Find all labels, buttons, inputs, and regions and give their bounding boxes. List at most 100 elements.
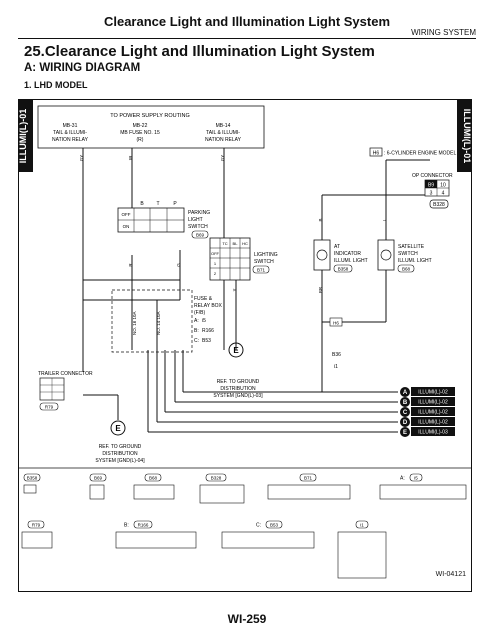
fuse-ref-a: A: [194,318,199,324]
satellite-switch-light: SATELLITE SWITCH ILLUMI. LIGHT B68 [377,239,432,273]
parking-switch: ON OFF B T P PARKING LIGHT SWITCH B69 [117,201,210,239]
parking-label-2: LIGHT [188,217,203,223]
ground-1: E [110,420,126,436]
supply-note: TO POWER SUPPLY ROUTING [110,113,189,119]
relay-1-line3: NATION RELAY [52,137,89,143]
parking-col-p: P [173,201,177,207]
ground-1-line2: DISTRIBUTION [102,451,138,457]
diagram-frame [18,99,472,592]
conn-r1-1: B358 [27,476,38,481]
relay-1-line2: TAIL & ILLUMI- [53,130,87,136]
out-e-ref: ILLUMI(L)-03 [418,430,448,436]
wire-label-9: BR [318,286,323,293]
parking-row-off: OFF [122,212,131,217]
sat-label-1: SATELLITE [398,244,425,250]
ground-1-line3: SYSTEM [GND(L)-04] [95,458,145,464]
parking-row-on: ON [123,224,130,229]
section-tag: WIRING SYSTEM [411,28,476,37]
op-pin-1: B9 [428,183,434,189]
ground-2-line3: SYSTEM [GND(L)-03] [213,393,263,399]
at-code: B358 [338,267,349,272]
fuse-ref-b: B: [194,328,199,334]
connector-row-1: B358 B69 B68 B328 B71 A: i5 [23,473,467,504]
trailer-label: TRAILER CONNECTOR [38,371,93,377]
conn-r1-2: B69 [94,476,103,481]
connector-row-2: R79 B: R166 C: B53 i1 [21,520,387,579]
lighting-col-bl: BL [233,241,239,246]
wire-label-4: B [318,218,323,221]
side-tab-left [19,100,33,172]
relay-2-line2: MB FUSE NO. 15 [120,130,160,136]
sat-label-3: ILLUMI. LIGHT [398,258,432,264]
out-b-letter: B [403,400,408,406]
svg-text:E: E [115,424,121,433]
parking-label-1: PARKING [188,210,210,216]
fuse-ref-a-code: i5 [202,318,206,324]
relay-2-line1: MB-22 [133,123,148,129]
model-label: 1. LHD MODEL [24,80,88,90]
out-b-ref: ILLUMI(L)-02 [418,400,448,406]
conn-r2-3: R166 [138,523,149,528]
op-pin-3: 3 [430,191,433,197]
sat-label-2: SWITCH [398,251,418,257]
fuse-14: NO. 14 10A [156,311,161,335]
power-supply-box [37,105,265,149]
section-title: 25.Clearance Light and Illumination Ligh… [24,43,375,60]
out-a-ref: ILLUMI(L)-02 [418,390,448,396]
junction-sub: i1 [334,364,338,370]
wire-label-5: L [382,218,387,221]
lighting-label-2: SWITCH [254,259,274,265]
fuse-box-label-2: RELAY BOX [194,303,223,309]
lighting-row-2: 2 [214,271,217,276]
lighting-switch: TC BL HC OFF 1 2 LIGHTING SWITCH B71 [209,237,278,281]
at-indicator-light: AT INDICATOR ILLUMI. LIGHT B358 [313,239,368,273]
side-tab-left-label: ILLUMI(L)-01 [18,109,28,164]
ground-2-line1: REF. TO GROUND [217,379,260,385]
out-d-ref: ILLUMI(L)-02 [418,420,448,426]
fuse-16: NO. 16 10A [132,311,137,335]
ground-2-line2: DISTRIBUTION [220,386,256,392]
output-refs: A ILLUMI(L)-02 B ILLUMI(L)-02 C ILLUMI(L… [400,387,455,437]
fuse-ref-b-code: R166 [202,328,214,334]
out-d-letter: D [403,420,408,426]
wire-label-2: W [128,155,133,160]
conn-r2-4: C: [256,523,261,529]
conn-r1-4: B328 [211,476,222,481]
parking-col-t: T [156,201,159,207]
lighting-label-1: LIGHTING [254,252,278,258]
trailer-code: R79 [45,405,54,410]
lighting-col-tc: TC [222,241,227,246]
lighting-row-1: 1 [214,261,217,266]
wire-label-7: G [176,263,181,267]
wire-bundle [82,148,430,433]
at-label-2: INDICATOR [334,251,361,257]
fuse-box-outline [111,289,193,353]
lighting-code: B71 [257,268,266,273]
out-c-ref: ILLUMI(L)-02 [418,410,448,416]
subtitle: A: WIRING DIAGRAM [24,62,141,74]
page-number: WI-259 [227,612,267,626]
wire-label-8: Y [232,288,237,291]
op-pin-4: 4 [442,191,445,197]
out-e-letter: E [403,430,407,436]
conn-r2-6: i1 [360,523,364,528]
lighting-row-off: OFF [211,251,220,256]
relay-2-line3: (R) [137,137,144,143]
sat-code: B68 [402,267,411,272]
side-tab-right-label: ILLUMI(L)-01 [462,109,472,164]
parking-col-b: B [140,201,144,207]
relay-3-line2: TAIL & ILLUMI- [206,130,240,136]
out-c-letter: C [403,410,408,416]
conn-r1-5: B71 [304,476,313,481]
relay-3-line3: NATION RELAY [205,137,242,143]
engine-note-text: : 6-CYLINDER ENGINE MODEL [384,151,456,157]
ground-1-line1: REF. TO GROUND [99,444,142,450]
relay-3-line1: MB-14 [216,123,231,129]
fuse-box-label-3: (F/B) [194,310,205,316]
parking-code: B69 [196,233,205,238]
engine-note-box [369,147,383,157]
op-pin-2: 10 [440,183,446,189]
figure-id: WI-04121 [435,571,466,578]
side-tab-right [457,100,471,172]
